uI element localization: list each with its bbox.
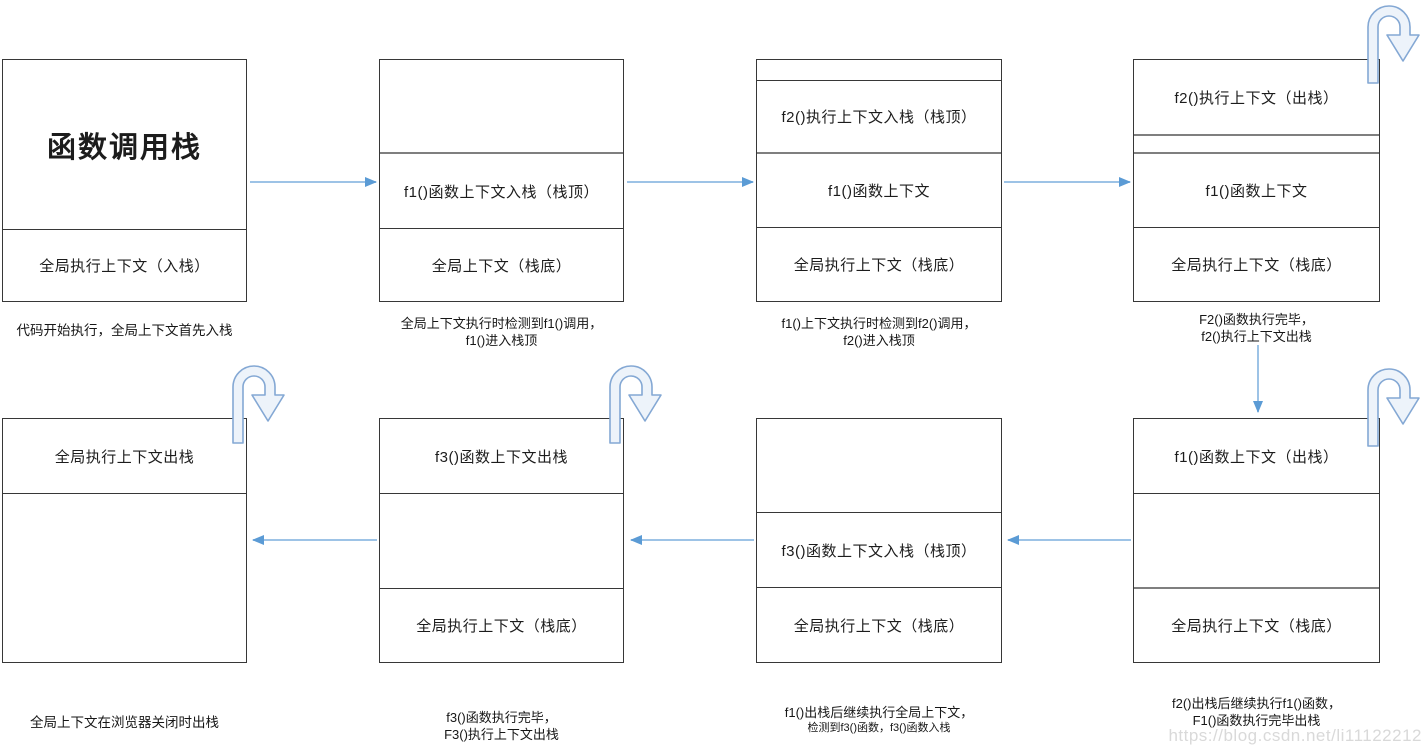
caption-box-2: 全局上下文执行时检测到f1()调用， f1()进入栈顶 [400, 316, 603, 348]
stack-frame: f1()函数上下文 [1134, 152, 1379, 227]
stack-frame-empty [1134, 493, 1379, 587]
caption-box-4: F2()函数执行完毕， f2()执行上下文出栈 [1199, 312, 1314, 344]
stack-frame: f1()函数上下文入栈（栈顶） [380, 152, 623, 228]
caption-box-5: 全局上下文在浏览器关闭时出栈 [30, 715, 219, 730]
stack-frame-empty [380, 60, 623, 152]
stack-box-4: f2()执行上下文（出栈） f1()函数上下文 全局执行上下文（栈底） [1133, 59, 1380, 302]
stack-frame: 全局执行上下文（栈底） [1134, 587, 1379, 662]
stack-box-7: f3()函数上下文入栈（栈顶） 全局执行上下文（栈底） [756, 418, 1002, 663]
caption-box-7: f1()出栈后继续执行全局上下文， 检测到f3()函数，f3()函数入栈 [784, 705, 974, 734]
stack-frame: f2()执行上下文（出栈） [1174, 89, 1339, 107]
stack-frame: f2()执行上下文入栈（栈顶） [757, 80, 1001, 152]
caption-box-8: f2()出栈后继续执行f1()函数， F1()函数执行完毕出栈 [1171, 696, 1341, 728]
stack-frame: 全局执行上下文（栈底） [380, 588, 623, 662]
stack-frame: 全局执行上下文（栈底） [757, 587, 1001, 662]
stack-frame: 函数调用栈 [3, 60, 246, 229]
stack-frame: 全局上下文（栈底） [380, 228, 623, 301]
stack-box-5: 全局执行上下文出栈 [2, 418, 247, 663]
stack-frame: 全局执行上下文（入栈） [3, 229, 246, 301]
diagram-title: 函数调用栈 [46, 131, 202, 164]
caption-box-3: f1()上下文执行时检测到f2()调用， f2()进入栈顶 [781, 316, 977, 348]
stack-frame: f1()函数上下文 [757, 152, 1001, 227]
stack-frame: 全局执行上下文（栈底） [757, 227, 1001, 301]
watermark-url: https://blog.csdn.net/li11122212 [1168, 726, 1422, 745]
stack-frame-empty [380, 493, 623, 588]
stack-box-1: 函数调用栈 全局执行上下文（入栈） [2, 59, 247, 302]
stack-frame-empty [757, 60, 1001, 80]
stack-frame-empty [757, 419, 1001, 512]
stack-frame-empty [1134, 134, 1379, 152]
stack-frame-empty [3, 493, 246, 662]
stack-box-8: f1()函数上下文（出栈） 全局执行上下文（栈底） [1133, 418, 1380, 663]
stack-box-2: f1()函数上下文入栈（栈顶） 全局上下文（栈底） [379, 59, 624, 302]
stack-box-3: f2()执行上下文入栈（栈顶） f1()函数上下文 全局执行上下文（栈底） [756, 59, 1002, 302]
caption-box-1: 代码开始执行，全局上下文首先入栈 [16, 323, 233, 338]
stack-frame: f3()函数上下文入栈（栈顶） [757, 512, 1001, 587]
stack-frame: 全局执行上下文出栈 [54, 448, 195, 466]
stack-frame: f1()函数上下文（出栈） [1174, 448, 1339, 466]
stack-box-6: f3()函数上下文出栈 全局执行上下文（栈底） [379, 418, 624, 663]
caption-box-6: f3()函数执行完毕， F3()执行上下文出栈 [444, 710, 559, 742]
stack-frame: f3()函数上下文出栈 [434, 448, 568, 466]
stack-frame: 全局执行上下文（栈底） [1134, 227, 1379, 301]
